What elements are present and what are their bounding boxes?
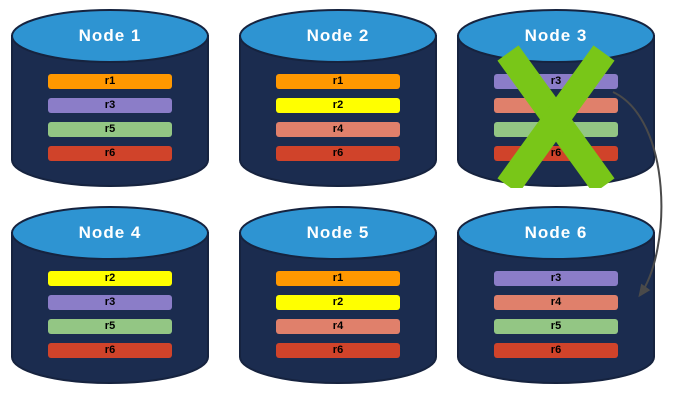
- cylinder-top-ellipse: [239, 9, 437, 63]
- cylinder-top-ellipse: [457, 206, 655, 260]
- cylinder-top-ellipse: [11, 9, 209, 63]
- cylinder-top-ellipse: [239, 206, 437, 260]
- record-bar-r2[interactable]: r2: [48, 271, 172, 286]
- record-bar-r3[interactable]: r3: [48, 295, 172, 310]
- record-bar-r6[interactable]: r6: [48, 343, 172, 358]
- record-bar-r3[interactable]: r3: [48, 98, 172, 113]
- record-bar-r5[interactable]: r5: [48, 319, 172, 334]
- record-bar-r2[interactable]: r2: [276, 295, 400, 310]
- record-bar-r6[interactable]: r6: [48, 146, 172, 161]
- record-bar-r5[interactable]: r5: [494, 122, 618, 137]
- record-bar-r4[interactable]: r4: [276, 122, 400, 137]
- record-bar-r4[interactable]: r4: [494, 295, 618, 310]
- record-bar-r4[interactable]: r4: [494, 98, 618, 113]
- record-bar-r6[interactable]: r6: [494, 146, 618, 161]
- record-bar-r5[interactable]: r5: [494, 319, 618, 334]
- cylinder-top-ellipse: [457, 9, 655, 63]
- record-bar-r1[interactable]: r1: [48, 74, 172, 89]
- record-bar-r5[interactable]: r5: [48, 122, 172, 137]
- record-bar-r3[interactable]: r3: [494, 271, 618, 286]
- cylinder-top-ellipse: [11, 206, 209, 260]
- record-bar-r6[interactable]: r6: [276, 146, 400, 161]
- record-bar-r3[interactable]: r3: [494, 74, 618, 89]
- record-bar-r2[interactable]: r2: [276, 98, 400, 113]
- record-bar-r6[interactable]: r6: [276, 343, 400, 358]
- record-bar-r1[interactable]: r1: [276, 74, 400, 89]
- record-bar-r6[interactable]: r6: [494, 343, 618, 358]
- record-bar-r1[interactable]: r1: [276, 271, 400, 286]
- record-bar-r4[interactable]: r4: [276, 319, 400, 334]
